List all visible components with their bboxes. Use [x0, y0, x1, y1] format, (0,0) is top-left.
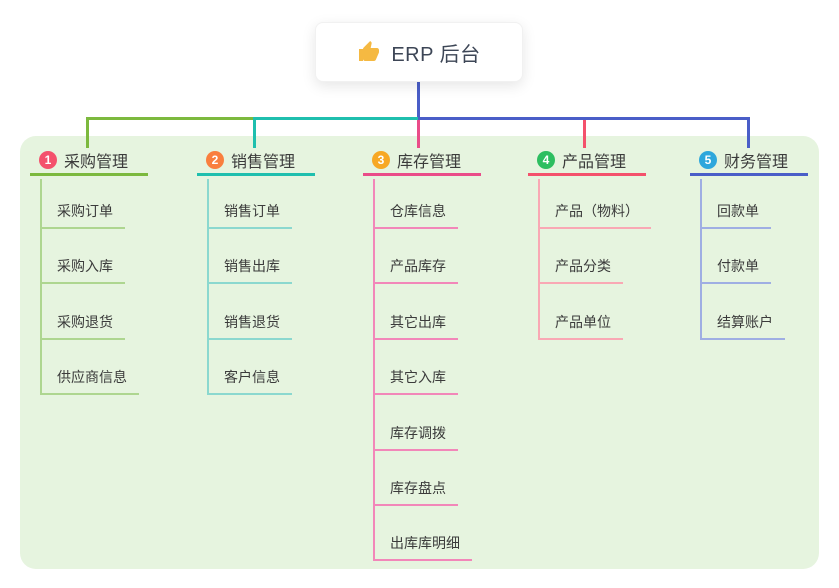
branch-node-product[interactable]: 4 产品管理	[528, 146, 646, 176]
trunk-segment-green	[87, 117, 255, 120]
child-node-label: 仓库信息	[390, 203, 446, 219]
branch-number-badge: 3	[372, 150, 390, 169]
branch-number-badge: 1	[39, 150, 57, 169]
branch-node-finance[interactable]: 5 财务管理	[690, 146, 808, 176]
child-node-label: 客户信息	[224, 369, 280, 385]
child-node-label: 付款单	[717, 258, 759, 274]
branch-label: 采购管理	[64, 153, 129, 171]
child-node-product-category[interactable]: 产品分类	[538, 256, 623, 284]
child-node-sales-order[interactable]: 销售订单	[207, 201, 292, 229]
branch-number-badge: 4	[537, 150, 555, 169]
branch-node-inventory[interactable]: 3 库存管理	[363, 146, 481, 176]
child-node-payment-bill[interactable]: 付款单	[700, 256, 771, 284]
branch-number-badge: 5	[699, 150, 717, 169]
child-node-product-material[interactable]: 产品（物料）	[538, 201, 651, 229]
trunk-segment-blue	[418, 117, 750, 120]
branch-stub-purchase	[86, 117, 89, 148]
root-connector-line	[417, 82, 420, 117]
trunk-segment-teal	[254, 117, 419, 120]
branch-label: 销售管理	[231, 153, 296, 171]
child-node-label: 采购退货	[57, 314, 113, 330]
child-node-label: 结算账户	[717, 314, 773, 330]
child-node-label: 供应商信息	[57, 369, 127, 385]
branch-number-badge: 2	[206, 150, 224, 169]
child-node-stock-transfer[interactable]: 库存调拨	[373, 423, 458, 451]
child-node-label: 库存调拨	[390, 425, 446, 441]
branch-stub-sales	[253, 117, 256, 148]
child-node-label: 采购订单	[57, 203, 113, 219]
children-connector-purchase	[40, 179, 42, 395]
child-node-purchase-inbound[interactable]: 采购入库	[40, 256, 125, 284]
child-node-other-outbound[interactable]: 其它出库	[373, 312, 458, 340]
branch-stub-finance	[747, 117, 750, 148]
branch-label: 库存管理	[397, 153, 462, 171]
child-node-sales-return[interactable]: 销售退货	[207, 312, 292, 340]
branches-panel	[20, 136, 819, 569]
child-node-supplier-info[interactable]: 供应商信息	[40, 367, 139, 395]
child-node-label: 回款单	[717, 203, 759, 219]
branch-node-sales[interactable]: 2 销售管理	[197, 146, 315, 176]
child-node-warehouse-info[interactable]: 仓库信息	[373, 201, 458, 229]
children-connector-finance	[700, 179, 702, 340]
child-node-purchase-order[interactable]: 采购订单	[40, 201, 125, 229]
child-node-label: 销售出库	[224, 258, 280, 274]
branch-stub-inventory	[417, 120, 420, 148]
child-node-purchase-return[interactable]: 采购退货	[40, 312, 125, 340]
branch-label: 财务管理	[724, 153, 789, 171]
children-connector-inventory	[373, 179, 375, 561]
child-node-label: 库存盘点	[390, 480, 446, 496]
branch-label: 产品管理	[562, 153, 627, 171]
branch-stub-product	[583, 120, 586, 148]
child-node-label: 销售订单	[224, 203, 280, 219]
children-connector-product	[538, 179, 540, 340]
child-node-label: 其它出库	[390, 314, 446, 330]
child-node-label: 其它入库	[390, 369, 446, 385]
branch-node-purchase[interactable]: 1 采购管理	[30, 146, 148, 176]
child-node-product-unit[interactable]: 产品单位	[538, 312, 623, 340]
root-node[interactable]: ERP 后台	[315, 22, 523, 82]
child-node-outbound-detail[interactable]: 出库库明细	[373, 533, 472, 561]
child-node-label: 产品分类	[555, 258, 611, 274]
children-connector-sales	[207, 179, 209, 395]
child-node-label: 产品（物料）	[555, 203, 639, 219]
child-node-settlement-account[interactable]: 结算账户	[700, 312, 785, 340]
child-node-receipt-bill[interactable]: 回款单	[700, 201, 771, 229]
root-node-label: ERP 后台	[391, 43, 481, 66]
child-node-other-inbound[interactable]: 其它入库	[373, 367, 458, 395]
child-node-label: 采购入库	[57, 258, 113, 274]
child-node-label: 销售退货	[224, 314, 280, 330]
child-node-customer-info[interactable]: 客户信息	[207, 367, 292, 395]
child-node-label: 出库库明细	[390, 535, 460, 551]
child-node-sales-outbound[interactable]: 销售出库	[207, 256, 292, 284]
thumbs-up-icon	[359, 41, 380, 61]
child-node-product-stock[interactable]: 产品库存	[373, 256, 458, 284]
child-node-label: 产品单位	[555, 314, 611, 330]
child-node-stock-taking[interactable]: 库存盘点	[373, 478, 458, 506]
child-node-label: 产品库存	[390, 258, 446, 274]
